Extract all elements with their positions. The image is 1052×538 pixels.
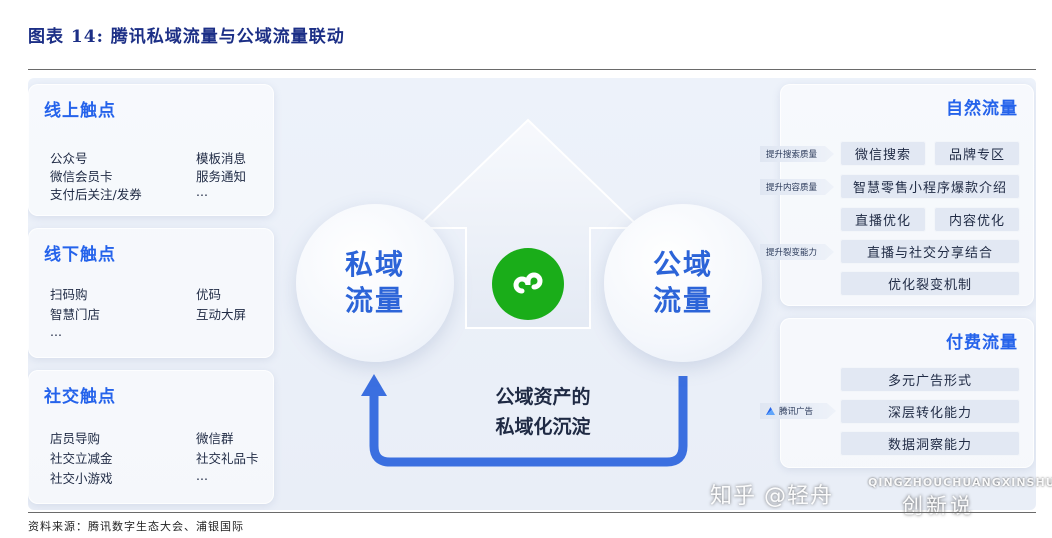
traffic-chip: 直播与社交分享结合: [840, 239, 1020, 264]
panel-title: 付费流量: [946, 333, 1018, 353]
side-label-text: 腾讯广告: [779, 407, 814, 417]
touchpoint-item: 公众号: [50, 151, 88, 166]
side-label-tencent-ads: 腾讯广告: [760, 403, 836, 419]
touchpoint-item: 微信会员卡: [50, 169, 113, 184]
side-label: 提升内容质量: [760, 179, 834, 195]
top-divider: [28, 69, 1036, 70]
traffic-chip: 直播优化: [840, 207, 926, 232]
touchpoint-item: 智慧门店: [50, 307, 101, 322]
public-traffic-label: 公域: [652, 248, 713, 281]
touchpoint-item: 扫码购: [50, 287, 88, 302]
touchpoint-item: 模板消息: [196, 151, 247, 166]
panel-title: 社交触点: [44, 387, 116, 407]
watermark-chinese: 创新说: [902, 494, 974, 518]
loop-arrow-head: [361, 374, 387, 396]
watermark-text: 知乎 @轻舟: [710, 484, 833, 509]
traffic-chip: 内容优化: [934, 207, 1020, 232]
traffic-chip: 品牌专区: [934, 141, 1020, 166]
touchpoint-item: 互动大屏: [196, 307, 247, 322]
touchpoint-item: 店员导购: [50, 431, 101, 446]
touchpoint-item: 服务通知: [196, 169, 247, 184]
figure-source: 资料来源：腾讯数字生态大会、浦银国际: [28, 520, 244, 533]
touchpoint-item: 支付后关注/发券: [50, 187, 142, 202]
bottom-divider: [28, 512, 1036, 513]
touchpoint-item: ...: [50, 324, 62, 339]
tencent-ads-icon: [766, 407, 775, 415]
mini-program-icon: [492, 248, 564, 320]
panel-offline-touchpoints: 线下触点 扫码购 智慧门店 ... 优码 互动大屏: [28, 228, 274, 358]
public-traffic-circle: 公域 流量: [604, 204, 762, 362]
panel-online-touchpoints: 线上触点 公众号 微信会员卡 支付后关注/发券 模板消息 服务通知 ...: [28, 84, 274, 216]
public-traffic-label: 流量: [652, 284, 713, 317]
panel-title: 线下触点: [44, 245, 116, 265]
mini-program-glyph: [513, 272, 543, 294]
private-traffic-circle: 私域 流量: [296, 204, 454, 362]
touchpoint-item: ...: [196, 468, 208, 483]
watermark-english: QINGZHOUCHUANGXINSHUO: [868, 476, 1052, 489]
touchpoint-item: 优码: [196, 287, 222, 302]
side-label: 提升搜索质量: [760, 146, 834, 162]
caption-line: 私域化沉淀: [495, 416, 591, 438]
diagram-canvas: 线上触点 公众号 微信会员卡 支付后关注/发券 模板消息 服务通知 ... 线下…: [28, 78, 1036, 510]
touchpoint-item: 社交礼品卡: [196, 451, 259, 466]
touchpoint-item: 社交小游戏: [50, 471, 113, 486]
center-caption: 公域资产的 私域化沉淀: [448, 382, 638, 442]
side-label: 提升裂变能力: [760, 244, 834, 260]
traffic-chip: 优化裂变机制: [840, 271, 1020, 296]
touchpoint-item: ...: [196, 184, 208, 199]
traffic-chip: 多元广告形式: [840, 367, 1020, 392]
touchpoint-item: 社交立减金: [50, 451, 113, 466]
panel-title: 线上触点: [44, 101, 116, 121]
traffic-chip: 微信搜索: [840, 141, 926, 166]
panel-social-touchpoints: 社交触点 店员导购 社交立减金 社交小游戏 微信群 社交礼品卡 ...: [28, 370, 274, 504]
private-traffic-label: 流量: [344, 284, 405, 317]
traffic-chip: 智慧零售小程序爆款介绍: [840, 174, 1020, 199]
figure-title: 图表 14: 腾讯私域流量与公域流量联动: [28, 27, 345, 47]
private-traffic-label: 私域: [344, 248, 405, 281]
traffic-chip: 数据洞察能力: [840, 431, 1020, 456]
loop-arrow-line: [369, 376, 688, 467]
panel-title: 自然流量: [946, 99, 1018, 119]
caption-line: 公域资产的: [495, 386, 591, 408]
touchpoint-item: 微信群: [196, 431, 234, 446]
traffic-chip: 深层转化能力: [840, 399, 1020, 424]
